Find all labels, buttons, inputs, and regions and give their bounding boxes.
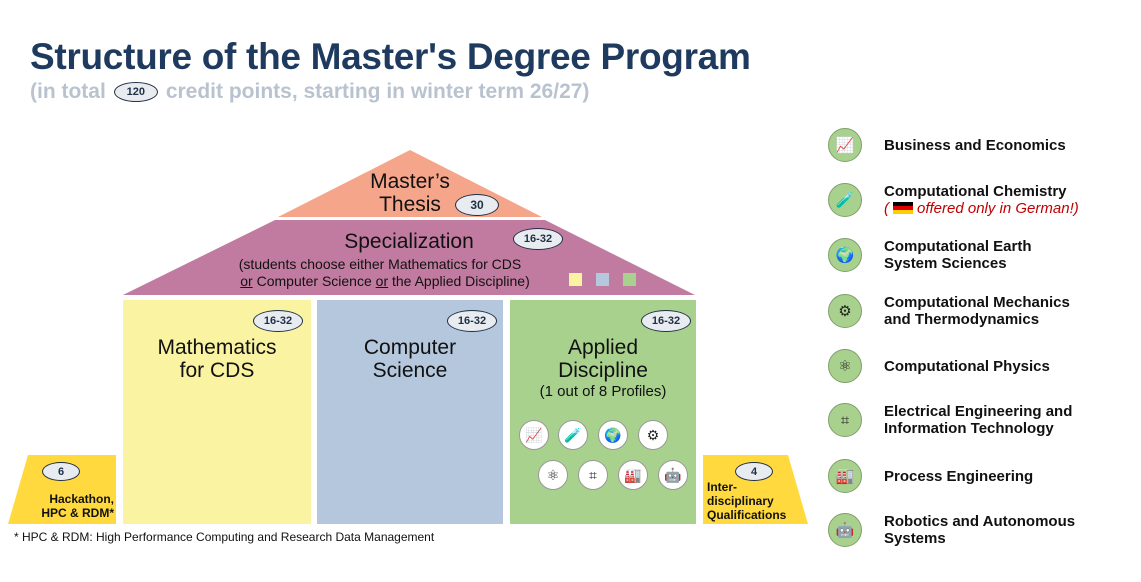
- atom-icon: ⚛: [538, 460, 568, 490]
- legend-square-applied: [623, 273, 636, 286]
- legend-square-math: [569, 273, 582, 286]
- hackathon-label: Hackathon, HPC & RDM*: [24, 492, 114, 520]
- thesis-label: Master’s Thesis: [350, 170, 470, 216]
- cs-label: Computer Science: [317, 336, 503, 382]
- test-tubes-icon: 🧪: [828, 183, 862, 217]
- math-pillar: [123, 300, 311, 524]
- chart-icon: 📈: [828, 128, 862, 162]
- factory-icon: 🏭: [618, 460, 648, 490]
- page-subtitle: (in total 120 credit points, starting in…: [30, 80, 589, 104]
- hackathon-line1: Hackathon,: [49, 492, 114, 506]
- interdisciplinary-line2: disciplinary: [707, 494, 774, 508]
- total-credits-badge: 120: [113, 82, 158, 102]
- profile-label-2: Systems: [884, 530, 946, 547]
- chip-icon: ⌗: [828, 403, 862, 437]
- applied-line1: Applied: [567, 336, 639, 359]
- profile-label: Computational Chemistry: [884, 183, 1067, 200]
- applied-label: Applied Discipline (1 out of 8 Profiles): [510, 336, 696, 402]
- applied-credits-badge: 16-32: [641, 310, 691, 332]
- interdisciplinary-line1: Inter-: [707, 480, 737, 494]
- profile-label: Computational Earth: [884, 238, 1032, 255]
- chart-icon: 📈: [519, 420, 549, 450]
- page-title: Structure of the Master's Degree Program: [30, 36, 751, 77]
- or-1: or: [240, 273, 253, 289]
- factory-icon: 🏭: [828, 459, 862, 493]
- applied-pillar: [510, 300, 696, 524]
- right-wing: [703, 455, 808, 524]
- thesis-line1: Master’s: [370, 170, 450, 193]
- profile-process: 🏭 Process Engineering: [828, 459, 1033, 493]
- legend-square-cs: [596, 273, 609, 286]
- specialization-line1: (students choose either Mathematics for …: [238, 256, 522, 272]
- spec-mid: Computer Science: [252, 273, 376, 289]
- math-line1: Mathematics: [157, 336, 277, 359]
- specialization-credits-badge: 16-32: [513, 228, 563, 250]
- math-credits-badge: 16-32: [253, 310, 303, 332]
- profile-label: Electrical Engineering and: [884, 403, 1073, 420]
- profile-label: Robotics and Autonomous: [884, 513, 1076, 530]
- applied-line2: Discipline: [558, 359, 648, 382]
- profile-business: 📈 Business and Economics: [828, 128, 1066, 162]
- test-tubes-icon: 🧪: [558, 420, 588, 450]
- profile-label: Business and Economics: [884, 136, 1066, 154]
- globe-icon: 🌍: [828, 238, 862, 272]
- profile-label-2: System Sciences: [884, 255, 1007, 272]
- thesis-line2: Thesis: [379, 193, 441, 216]
- specialization-line2: or Computer Science or the Applied Disci…: [210, 273, 560, 289]
- interdisciplinary-line3: Qualifications: [707, 508, 787, 522]
- note-open: (: [884, 200, 889, 217]
- spec-end: the Applied Discipline): [388, 273, 530, 289]
- profile-label-2: Information Technology: [884, 420, 1054, 437]
- robot-icon: 🤖: [828, 513, 862, 547]
- hackathon-line2: HPC & RDM*: [41, 506, 114, 520]
- hackathon-credits-badge: 6: [42, 462, 80, 481]
- profile-physics: ⚛ Computational Physics: [828, 349, 1050, 383]
- subtitle-prefix: (in total: [30, 80, 106, 103]
- chip-icon: ⌗: [578, 460, 608, 490]
- cs-line2: Science: [372, 359, 448, 382]
- math-line2: for CDS: [179, 359, 255, 382]
- profile-label: Process Engineering: [884, 467, 1034, 485]
- cs-pillar: [317, 300, 503, 524]
- cs-line1: Computer: [363, 336, 457, 359]
- interdisciplinary-label: Inter- disciplinary Qualifications: [707, 480, 807, 522]
- note-text: offered only in German!): [917, 200, 1079, 217]
- globe-icon: 🌍: [598, 420, 628, 450]
- robot-icon: 🤖: [658, 460, 688, 490]
- cs-credits-badge: 16-32: [447, 310, 497, 332]
- left-wing: [8, 455, 116, 524]
- profile-label: Computational Mechanics: [884, 294, 1070, 311]
- german-flag-icon: [893, 202, 913, 214]
- profile-label: Computational Physics: [884, 357, 1050, 375]
- footnote: * HPC & RDM: High Performance Computing …: [14, 530, 435, 544]
- interdisciplinary-credits-badge: 4: [735, 462, 773, 481]
- gear-icon: ⚙: [638, 420, 668, 450]
- subtitle-suffix: credit points, starting in winter term 2…: [165, 80, 590, 103]
- applied-line3: (1 out of 8 Profiles): [539, 383, 667, 400]
- atom-icon: ⚛: [828, 349, 862, 383]
- math-label: Mathematics for CDS: [123, 336, 311, 382]
- german-note: ( offered only in German!): [884, 200, 1079, 217]
- specialization-title: Specialization: [344, 230, 474, 253]
- gear-icon: ⚙: [828, 294, 862, 328]
- profile-label-2: and Thermodynamics: [884, 311, 1040, 328]
- or-2: or: [375, 273, 389, 289]
- thesis-credits-badge: 30: [455, 194, 499, 216]
- profile-chemistry: 🧪 Computational Chemistry ( offered only …: [828, 183, 1079, 217]
